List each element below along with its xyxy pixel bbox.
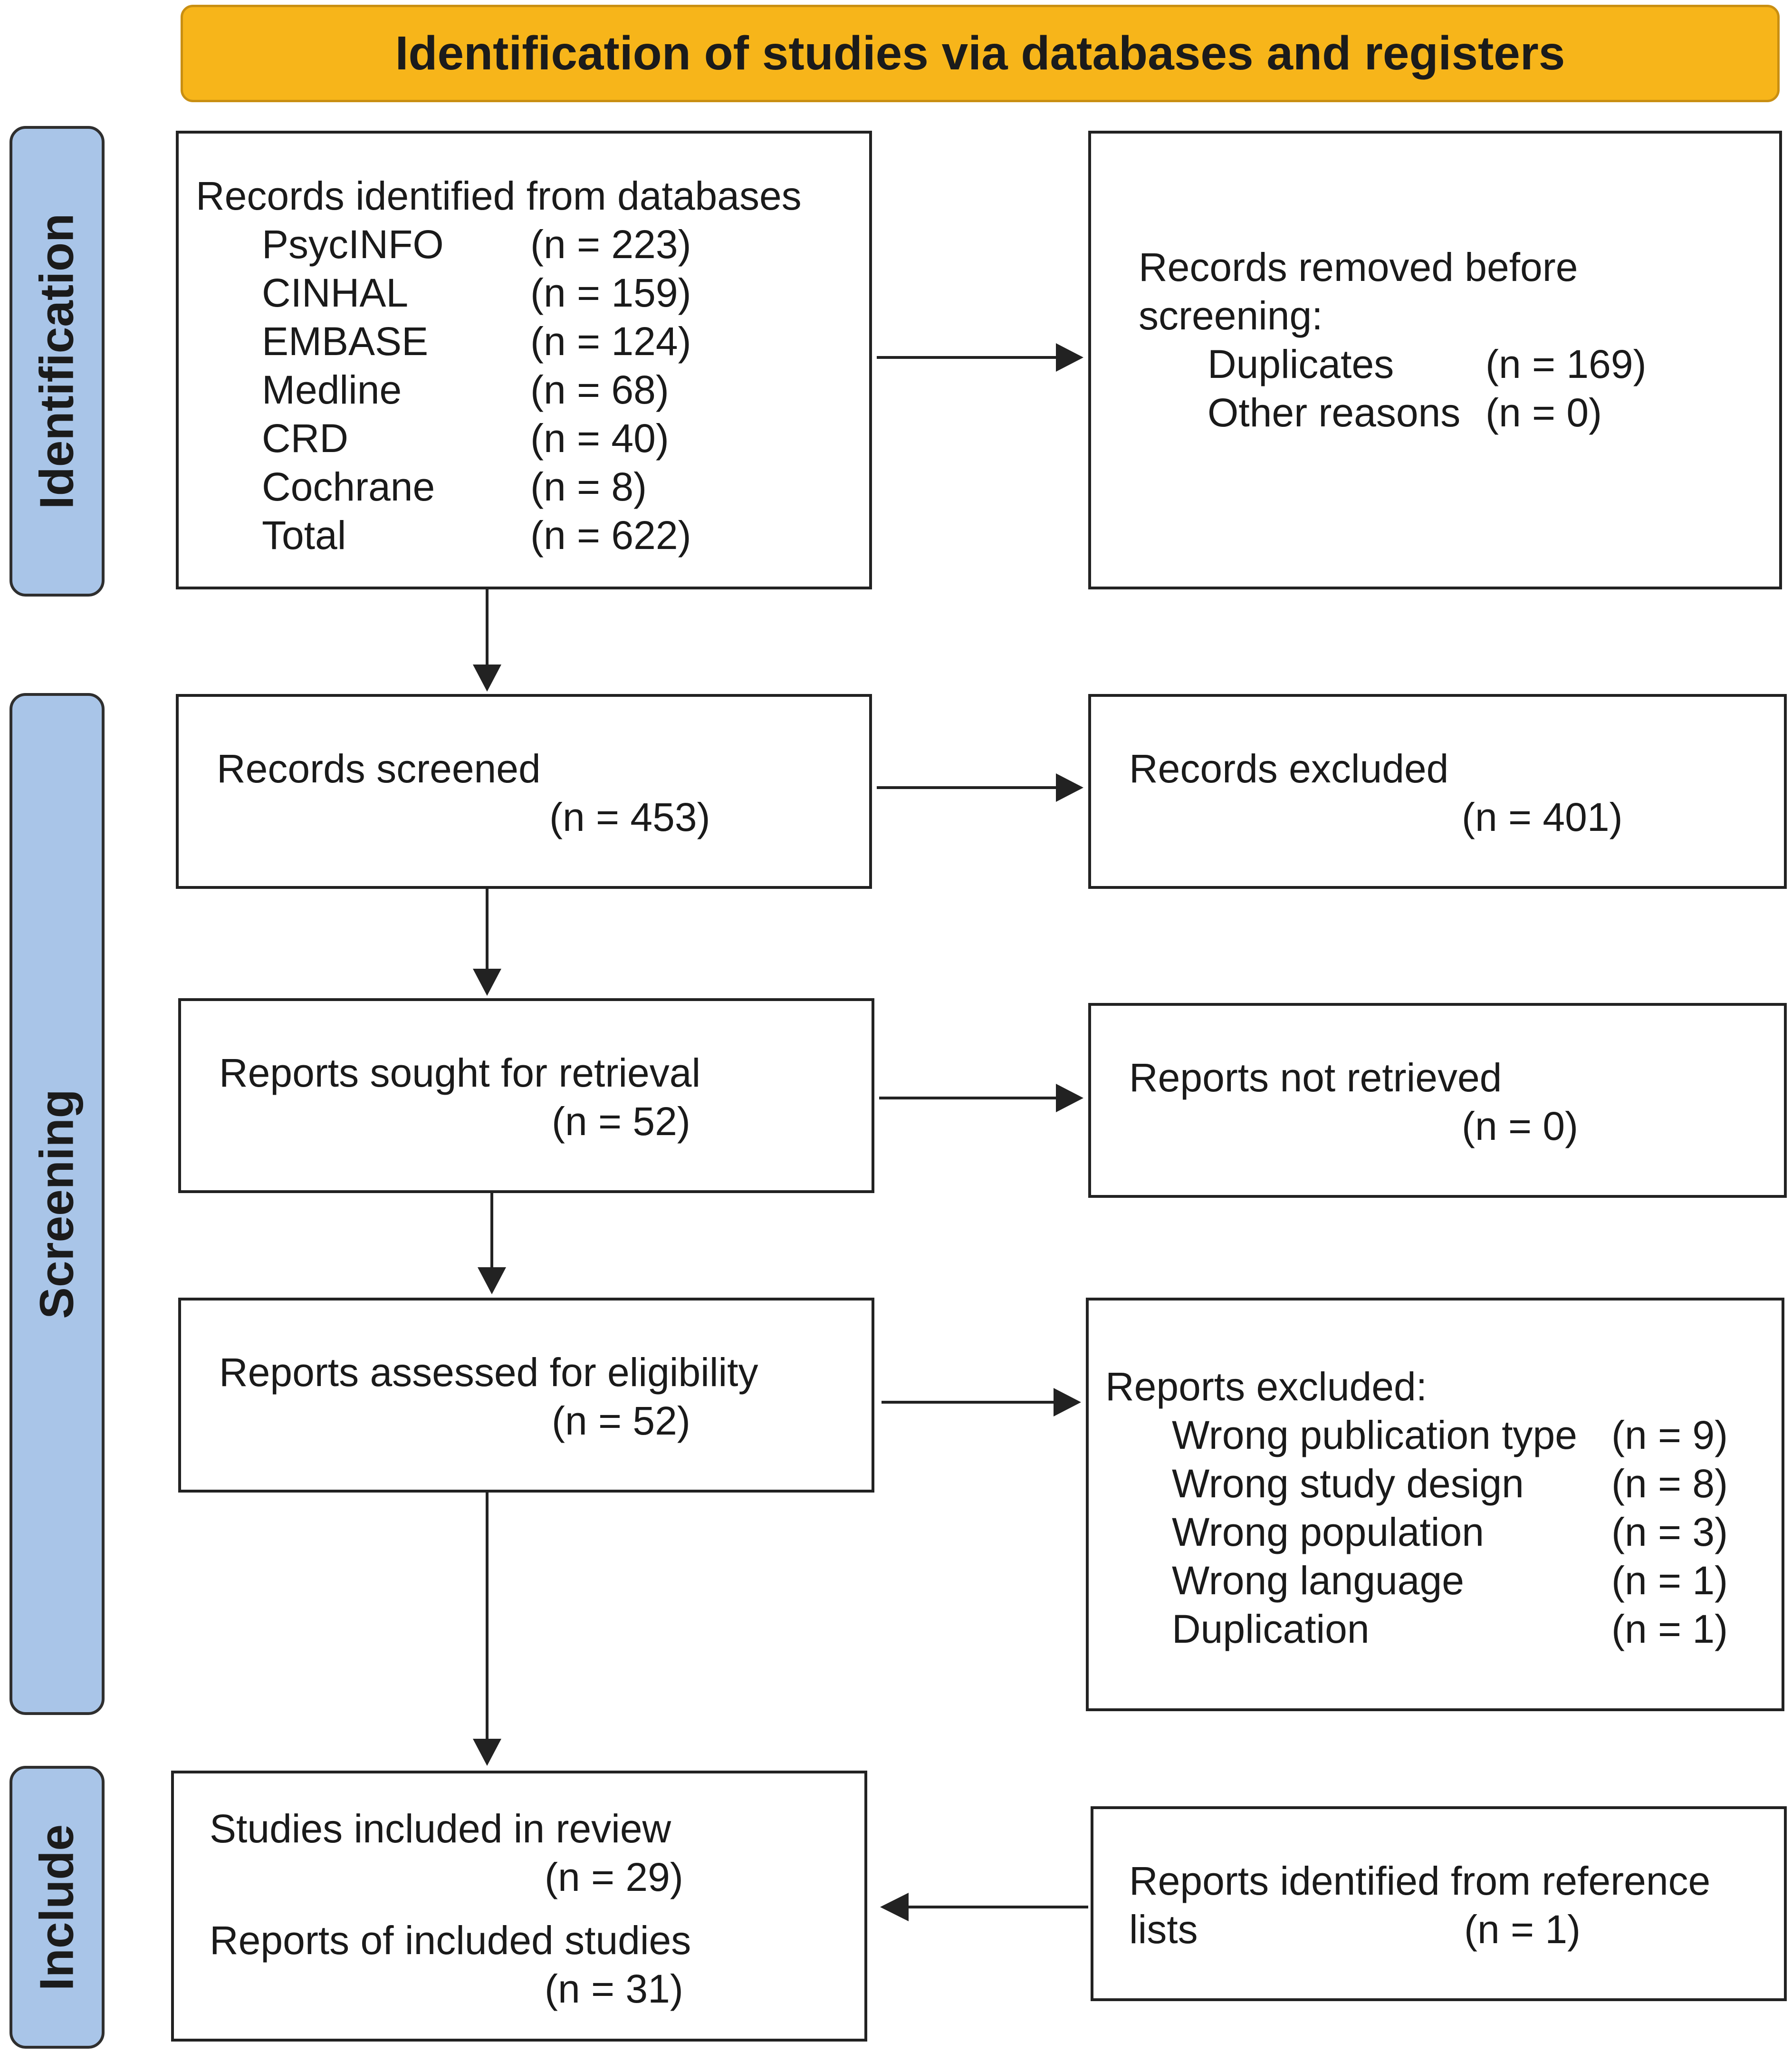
included-box: Studies included in review (n = 29) Repo… [171,1771,867,2042]
source-n-cochrane: (n = 8) [530,464,647,509]
records-identified-title: Records identified from databases [196,173,802,218]
reference-lists-box: Reports identified from reference lists … [1091,1806,1787,2001]
arrowhead-screened-to-sought [473,969,501,996]
source-n-embase: (n = 124) [530,319,691,364]
records-screened-n: (n = 453) [549,795,710,839]
arrowhead-identified-to-removed [1056,343,1083,372]
records-removed-title-2: screening: [1139,293,1323,338]
excluded-name-duplication: Duplication [1172,1607,1370,1651]
reference-lists-n: (n = 1) [1464,1907,1581,1952]
source-n-total: (n = 622) [530,513,691,558]
arrowhead-screened-to-excluded [1056,773,1083,802]
records-screened-box: Records screened (n = 453) [176,694,872,889]
reports-excluded-box: Reports excluded: Wrong publication type… [1086,1298,1784,1711]
arrowhead-assessed-to-included [473,1739,501,1766]
source-n-cinhal: (n = 159) [530,270,691,315]
reports-not-retrieved-title: Reports not retrieved [1129,1055,1502,1100]
records-excluded-title: Records excluded [1129,746,1449,791]
reports-sought-n: (n = 52) [552,1099,690,1144]
source-name-cochrane: Cochrane [262,464,435,509]
reports-assessed-box: Reports assessed for eligibility (n = 52… [178,1298,874,1493]
source-n-psycinfo: (n = 223) [530,222,691,267]
reports-excluded-title: Reports excluded: [1105,1364,1428,1409]
excluded-name-publication-type: Wrong publication type [1172,1413,1577,1457]
reports-not-retrieved-box: Reports not retrieved (n = 0) [1088,1003,1787,1198]
records-excluded-n: (n = 401) [1462,795,1623,839]
excluded-n-duplication: (n = 1) [1611,1607,1728,1651]
records-identified-box: Records identified from databases PsycIN… [176,131,872,589]
reports-included-n: (n = 31) [545,1966,683,2011]
stage-identification: Identification [10,126,105,597]
removed-n-other: (n = 0) [1485,390,1602,435]
reports-assessed-title: Reports assessed for eligibility [219,1350,758,1395]
arrowhead-reference-to-included [880,1893,909,1921]
arrowhead-sought-to-not-retrieved [1056,1084,1083,1112]
source-n-crd: (n = 40) [530,416,669,461]
removed-n-duplicates: (n = 169) [1485,342,1647,386]
excluded-name-study-design: Wrong study design [1172,1461,1524,1506]
header-banner: Identification of studies via databases … [181,5,1780,102]
arrowhead-sought-to-assessed [478,1267,506,1294]
source-name-total: Total [262,513,346,558]
excluded-name-population: Wrong population [1172,1510,1484,1554]
excluded-n-publication-type: (n = 9) [1611,1413,1728,1457]
excluded-n-population: (n = 3) [1611,1510,1728,1554]
reports-not-retrieved-n: (n = 0) [1462,1104,1579,1148]
arrowhead-assessed-to-excluded [1054,1388,1081,1416]
reports-included-title: Reports of included studies [210,1918,691,1963]
excluded-n-study-design: (n = 8) [1611,1461,1728,1506]
stage-include: Include [10,1766,105,2049]
excluded-name-language: Wrong language [1172,1558,1464,1603]
header-title: Identification of studies via databases … [395,27,1565,80]
studies-included-n: (n = 29) [545,1855,683,1899]
source-name-cinhal: CINHAL [262,270,409,315]
removed-name-duplicates: Duplicates [1207,342,1394,386]
arrowhead-identified-to-screened [473,665,501,692]
reference-lists-title-1: Reports identified from reference [1129,1859,1711,1903]
excluded-n-language: (n = 1) [1611,1558,1728,1603]
source-name-medline: Medline [262,367,402,412]
studies-included-title: Studies included in review [210,1806,671,1851]
removed-name-other: Other reasons [1207,390,1461,435]
records-removed-title-1: Records removed before [1139,245,1578,289]
source-n-medline: (n = 68) [530,367,669,412]
source-name-crd: CRD [262,416,348,461]
reports-sought-title: Reports sought for retrieval [219,1050,701,1095]
records-screened-title: Records screened [217,746,541,791]
source-name-psycinfo: PsycINFO [262,222,444,267]
reports-assessed-n: (n = 52) [552,1398,690,1443]
stage-screening: Screening [10,693,105,1715]
source-name-embase: EMBASE [262,319,429,364]
reports-sought-box: Reports sought for retrieval (n = 52) [178,998,874,1193]
records-excluded-box: Records excluded (n = 401) [1088,694,1787,889]
reference-lists-title-2: lists [1129,1907,1198,1952]
records-removed-box: Records removed before screening: Duplic… [1088,131,1782,589]
